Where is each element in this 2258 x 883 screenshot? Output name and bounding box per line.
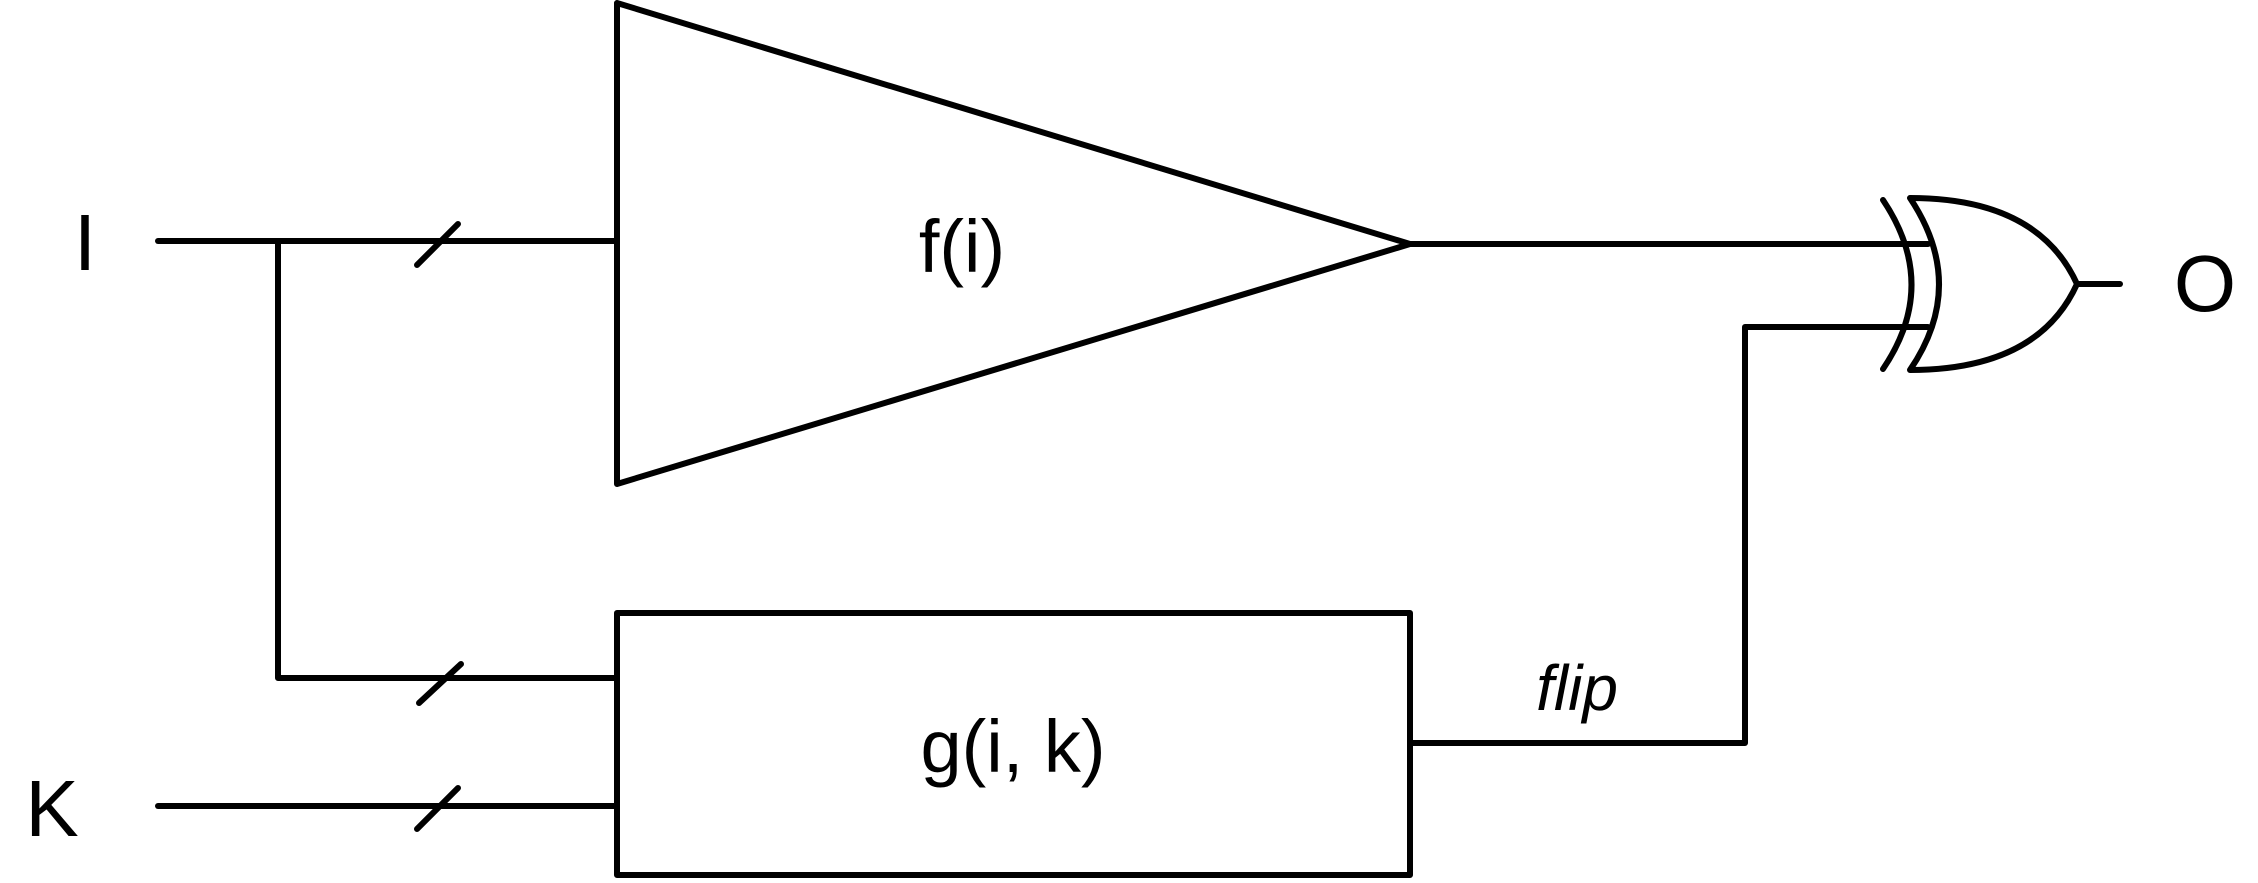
input-k-label: K [25,764,78,853]
flip-signal-label: flip [1536,652,1618,724]
input-i-branch-bus-slash [416,661,464,706]
f-block-triangle [614,0,1413,487]
input-i-bus-slash [414,221,461,268]
input-i-branch-wire [275,238,620,681]
xor-gate-body [1907,195,2080,373]
g-block-label: g(i, k) [921,705,1106,788]
f-block-label: f(i) [919,205,1005,288]
output-o-label: O [2174,239,2236,328]
xor-gate-back-curve [1880,197,1915,372]
input-i-label: I [74,198,96,287]
flip-wire [1407,324,1931,746]
input-k-bus-slash [414,785,461,832]
